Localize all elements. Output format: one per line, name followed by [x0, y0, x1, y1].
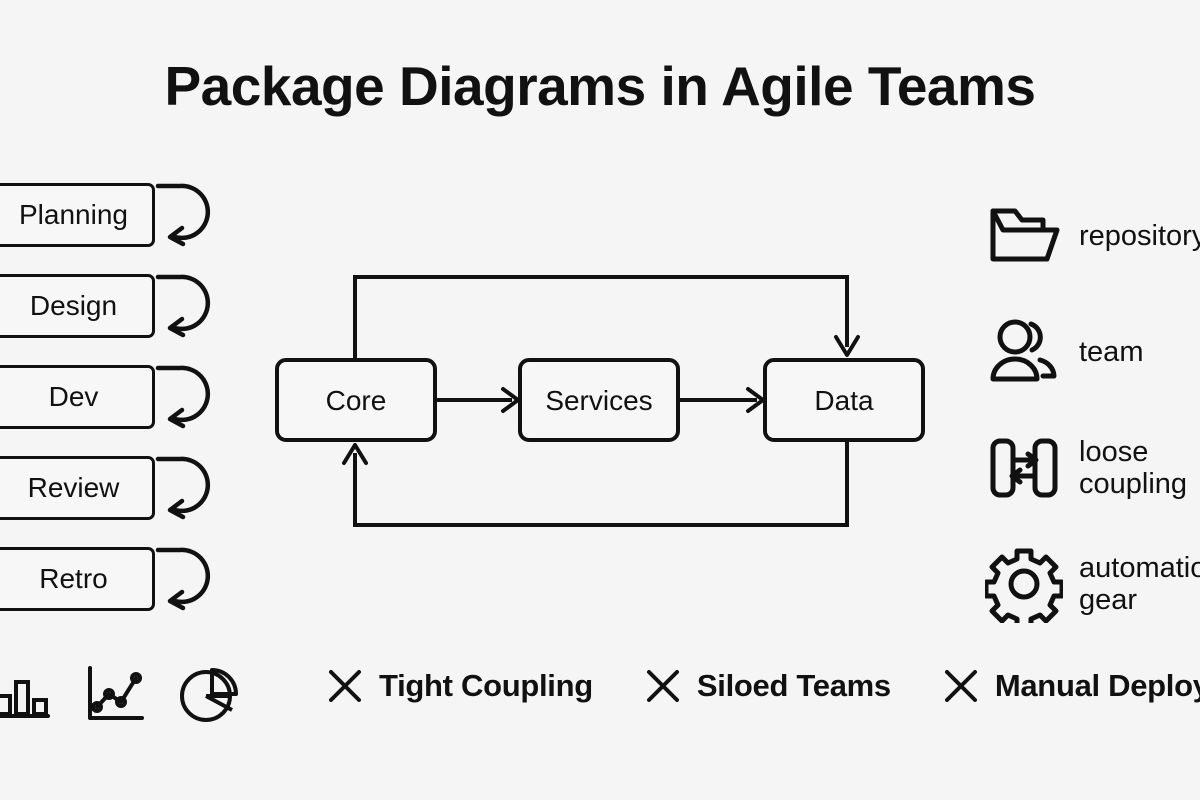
stage-label: Retro	[39, 563, 108, 594]
stage-label: Planning	[19, 199, 128, 230]
stage-item-design[interactable]: Design	[0, 271, 215, 362]
stage-item-retro[interactable]: Retro	[0, 544, 215, 635]
antipattern-tight-coupling[interactable]: Tight Coupling	[325, 666, 593, 706]
antipattern-label: Tight Coupling	[379, 668, 593, 703]
x-mark-icon	[944, 670, 977, 702]
edge-core-to-services	[435, 387, 520, 413]
self-loop-arrow-icon	[155, 456, 211, 520]
stage-box[interactable]: Review	[0, 456, 155, 520]
legend-label: repository	[1079, 219, 1200, 252]
bar-chart-icon[interactable]	[0, 662, 52, 726]
package-node-label: Data	[814, 385, 874, 416]
antipattern-row: Tight Coupling Siloed Teams Manual Deplo…	[325, 666, 1200, 706]
legend-item-automation-gear[interactable]: automation gear	[985, 526, 1200, 642]
legend: repository team	[985, 178, 1200, 642]
stage-item-planning[interactable]: Planning	[0, 180, 215, 271]
stage-box[interactable]: Design	[0, 274, 155, 338]
legend-label: automation gear	[1079, 551, 1200, 616]
x-mark-icon	[329, 670, 361, 702]
self-loop-arrow-icon	[155, 547, 211, 611]
antipattern-label: Manual Deployment	[994, 668, 1200, 703]
stage-item-dev[interactable]: Dev	[0, 362, 215, 453]
antipattern-label: Siloed Teams	[696, 668, 891, 703]
package-node-core[interactable]: Core	[275, 358, 437, 442]
legend-label: loose coupling	[1079, 435, 1188, 500]
legend-item-loose-coupling[interactable]: loose coupling	[985, 410, 1200, 526]
agile-cycle-stages: Planning Design Dev	[0, 180, 215, 635]
gear-icon	[985, 545, 1063, 623]
pie-chart-icon[interactable]	[176, 662, 240, 726]
edge-services-to-data	[678, 387, 765, 413]
antipattern-siloed-teams[interactable]: Siloed Teams	[643, 666, 891, 706]
stage-label: Dev	[48, 381, 99, 412]
stage-box[interactable]: Dev	[0, 365, 155, 429]
legend-item-repository[interactable]: repository	[985, 178, 1200, 294]
stage-box[interactable]: Retro	[0, 547, 155, 611]
stage-item-review[interactable]: Review	[0, 453, 215, 544]
package-node-label: Services	[545, 385, 652, 416]
antipattern-manual-deployment[interactable]: Manual Deployment	[941, 666, 1200, 706]
edge-core-to-data	[353, 275, 860, 360]
stage-label: Review	[27, 472, 120, 503]
chart-icon-row	[0, 662, 270, 726]
stage-box[interactable]: Planning	[0, 183, 155, 247]
edge-data-to-core	[342, 440, 849, 527]
self-loop-arrow-icon	[155, 365, 211, 429]
x-mark-icon	[646, 670, 679, 702]
team-icon	[985, 313, 1063, 391]
self-loop-arrow-icon	[155, 183, 211, 247]
self-loop-arrow-icon	[155, 274, 211, 338]
folder-icon	[985, 197, 1063, 275]
loose-coupling-icon	[985, 429, 1063, 507]
package-dependency-diagram: Core Services Data	[275, 275, 925, 527]
package-node-data[interactable]: Data	[763, 358, 925, 442]
page-title: Package Diagrams in Agile Teams	[164, 55, 1037, 117]
stage-label: Design	[29, 290, 118, 321]
legend-label: team	[1079, 335, 1144, 368]
legend-item-team[interactable]: team	[985, 294, 1200, 410]
package-node-services[interactable]: Services	[518, 358, 680, 442]
line-chart-icon[interactable]	[82, 662, 146, 726]
package-node-label: Core	[326, 385, 387, 416]
